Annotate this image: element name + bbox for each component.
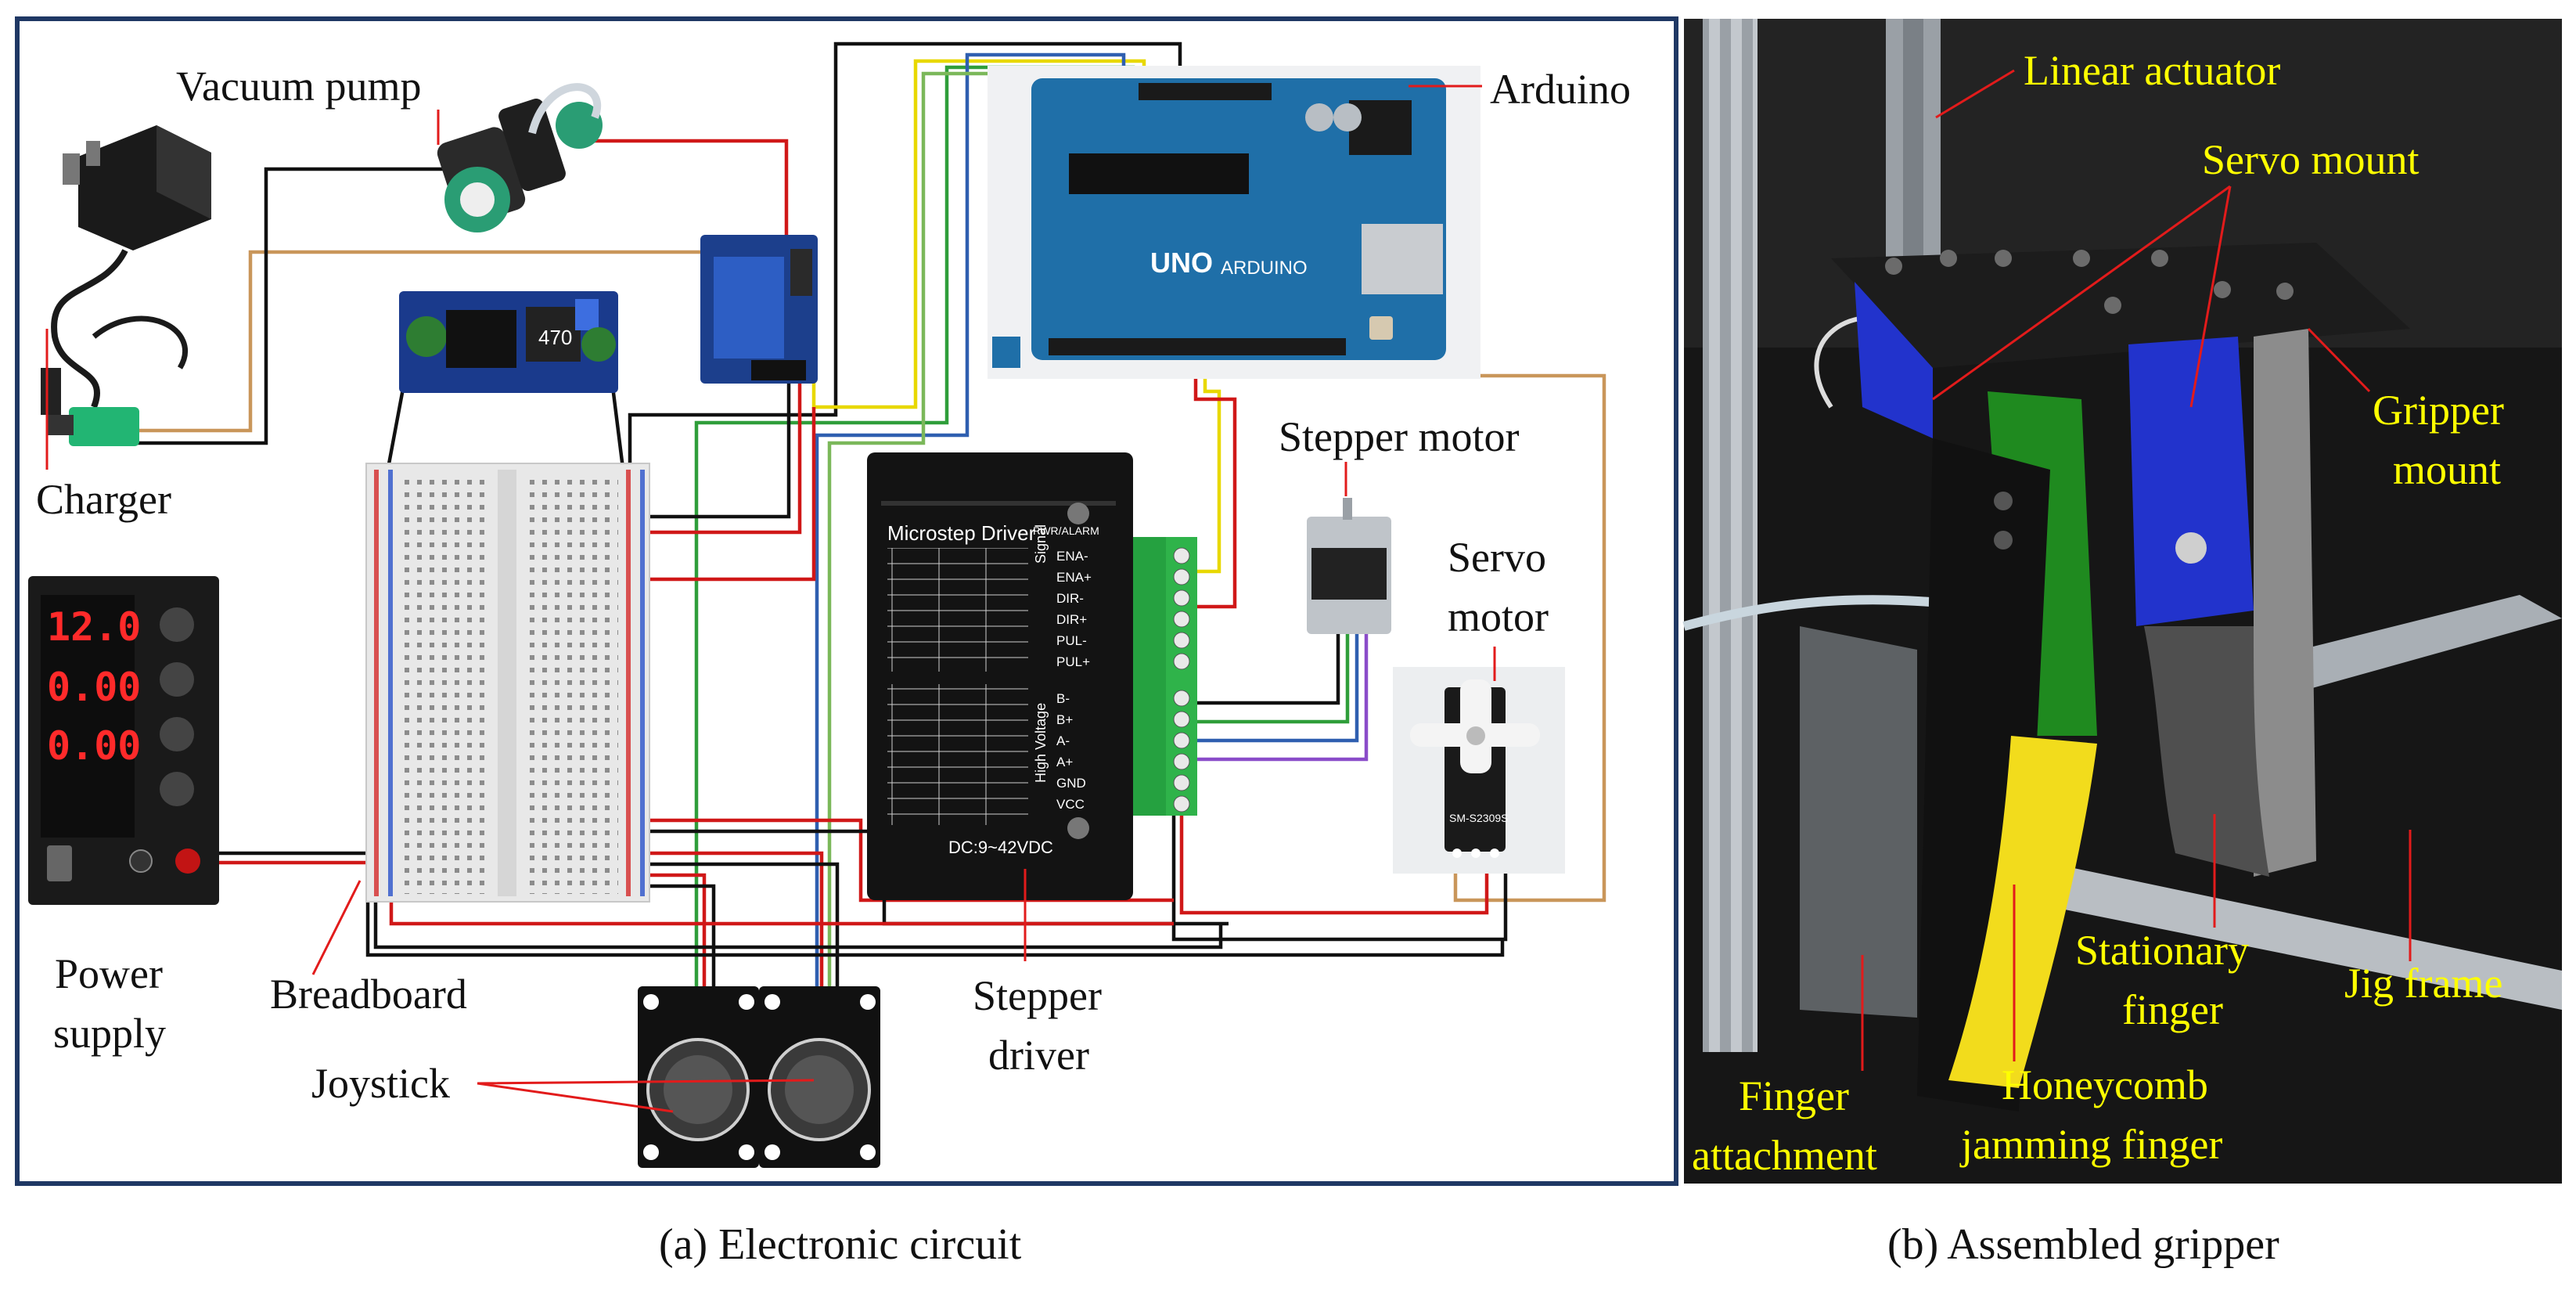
label-stepper-driver-line2: driver: [988, 1032, 1089, 1079]
label-stationary-line1: Stationary: [2075, 927, 2249, 974]
driver-group-hv: High Voltage: [1033, 703, 1049, 783]
driver-pin-labels: ENA- ENA+ DIR- DIR+ PUL- PUL+ B- B+ A- A+ GND VCC: [1056, 549, 1092, 812]
stepper-driver: Microstep Driver PWR/ALARM DC:9~42VDC Si…: [867, 452, 1197, 900]
inductor-value: 470: [538, 326, 572, 349]
buck-converter: 470: [399, 291, 618, 393]
power-supply: 12.0 0.00 0.00: [28, 576, 219, 905]
label-finger-attach-line1: Finger: [1739, 1072, 1849, 1119]
label-gripper-mount-line1: Gripper: [2373, 387, 2504, 434]
label-honeycomb-line1: Honeycomb: [2002, 1061, 2208, 1108]
joystick-left: [638, 986, 759, 1168]
label-honeycomb-line2: jamming finger: [1959, 1121, 2222, 1168]
driver-pin-label: PUL-: [1056, 633, 1087, 648]
terminal-screw: [1173, 611, 1190, 628]
driver-title: Microstep Driver: [887, 521, 1036, 545]
label-power-line2: supply: [53, 1010, 166, 1057]
terminal-screw: [1173, 732, 1190, 749]
driver-pin-label: DIR+: [1056, 612, 1087, 627]
terminal-screw: [1173, 753, 1190, 770]
arduino-uno: UNO ARDUINO: [988, 66, 1480, 379]
driver-pin-label: ENA+: [1056, 570, 1092, 585]
label-arduino: Arduino: [1490, 66, 1631, 113]
panel-b: Linear actuator Servo mount Gripper moun…: [1682, 19, 2562, 1184]
charger: [41, 125, 211, 446]
arduino-brand-text: ARDUINO: [1221, 258, 1308, 279]
terminal-screw: [1173, 690, 1190, 707]
terminal-screw: [1173, 795, 1190, 813]
driver-pin-label: DIR-: [1056, 591, 1084, 606]
driver-terminal-screws: [1173, 547, 1190, 813]
driver-pin-label: VCC: [1056, 797, 1085, 812]
label-servo-mount: Servo mount: [2202, 136, 2419, 183]
breadboard: [365, 463, 650, 903]
label-servo-line2: motor: [1448, 593, 1549, 640]
servo-model: SM-S2309S: [1449, 812, 1508, 824]
label-servo-line1: Servo: [1448, 534, 1546, 581]
label-breadboard: Breadboard: [270, 971, 467, 1018]
panel-a: Charger Vacuum pump 470: [15, 16, 1678, 1186]
label-joystick: Joystick: [311, 1060, 450, 1107]
stepper-motor: [1307, 498, 1391, 634]
label-linear-actuator: Linear actuator: [2024, 47, 2280, 94]
caption-panel-a: (a) Electronic circuit: [659, 1220, 1022, 1269]
label-stationary-line2: finger: [2122, 986, 2223, 1033]
label-jig-frame: Jig frame: [2344, 960, 2502, 1007]
leader-linear-actuator: [1935, 69, 2015, 119]
leader-gripper-mount: [2307, 327, 2371, 393]
psu-watts: 0.00: [47, 723, 141, 769]
joystick-right: [759, 986, 880, 1168]
caption-panel-b: (b) Assembled gripper: [1887, 1220, 2279, 1269]
label-charger: Charger: [36, 476, 171, 523]
driver-group-signal: Signal: [1033, 524, 1049, 564]
driver-pin-label: B+: [1056, 712, 1073, 727]
driver-pin-label: A+: [1056, 755, 1073, 769]
label-stepper-driver-line1: Stepper: [973, 972, 1102, 1019]
vacuum-pump: [437, 83, 603, 232]
driver-pin-label: PUL+: [1056, 654, 1090, 669]
relay-module: [700, 235, 818, 384]
leader-servo-mount: [1932, 185, 2232, 408]
terminal-screw: [1173, 774, 1190, 791]
servo-motor: SM-S2309S: [1393, 667, 1565, 874]
driver-pin-label: ENA-: [1056, 549, 1088, 564]
label-finger-attach-line2: attachment: [1692, 1132, 1877, 1179]
leader-joystick: [477, 1079, 815, 1113]
psu-amps: 0.00: [47, 665, 141, 710]
psu-volts: 12.0: [47, 604, 141, 650]
terminal-screw: [1173, 711, 1190, 728]
terminal-screw: [1173, 653, 1190, 670]
arduino-uno-text: UNO: [1150, 247, 1213, 279]
driver-pwr: PWR/ALARM: [1033, 524, 1099, 537]
driver-pin-label: B-: [1056, 691, 1070, 706]
terminal-screw: [1173, 589, 1190, 607]
label-vacuum-pump: Vacuum pump: [176, 63, 421, 110]
label-stepper-motor: Stepper motor: [1279, 413, 1519, 460]
driver-pin-label: A-: [1056, 733, 1070, 748]
leader-breadboard: [311, 880, 362, 975]
terminal-screw: [1173, 632, 1190, 649]
driver-pin-label: GND: [1056, 776, 1086, 791]
terminal-screw: [1173, 547, 1190, 564]
driver-voltage: DC:9~42VDC: [948, 838, 1053, 857]
terminal-screw: [1173, 568, 1190, 586]
label-gripper-mount-line2: mount: [2393, 446, 2501, 493]
label-power-line1: Power: [55, 950, 163, 997]
